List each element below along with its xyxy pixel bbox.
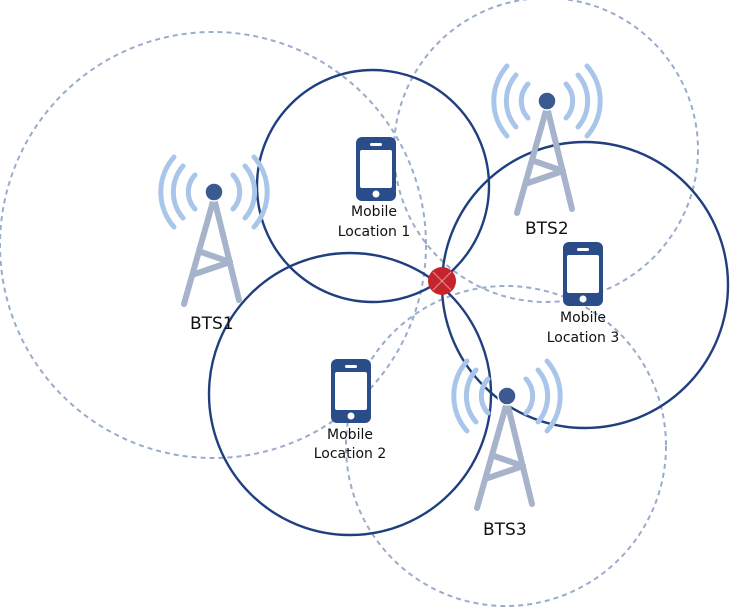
bts2-label: BTS2 <box>525 219 569 239</box>
bts1-label: BTS1 <box>190 314 234 334</box>
mobile2-label-line1: Mobile <box>327 427 373 443</box>
mobile1-phone-icon <box>356 137 396 201</box>
mobile1-range-circle <box>255 68 491 304</box>
mobile-range-areas <box>207 68 730 537</box>
bts3-label: BTS3 <box>483 520 527 540</box>
bts1-tower-icon <box>158 154 270 307</box>
bts3-tower-icon <box>451 358 563 511</box>
mobile2-phone-icon <box>331 359 371 423</box>
bts1-coverage-circle <box>0 31 427 459</box>
bts2-tower-icon <box>491 63 603 216</box>
bts2-coverage-circle <box>393 0 699 303</box>
mobile1-label-line2: Location 1 <box>338 224 411 240</box>
intersection-point-marker <box>428 267 456 295</box>
radio-waves-icon <box>158 154 270 230</box>
radio-waves-icon <box>491 63 603 139</box>
mobile2-label-line2: Location 2 <box>314 446 387 462</box>
radio-waves-icon <box>451 358 563 434</box>
mobile3-label-line2: Location 3 <box>547 330 620 346</box>
bts3-coverage-circle <box>345 285 667 607</box>
mobile3-label-line1: Mobile <box>560 310 606 326</box>
mobile3-phone-icon <box>563 242 603 306</box>
mobile1-label-line1: Mobile <box>351 204 397 220</box>
